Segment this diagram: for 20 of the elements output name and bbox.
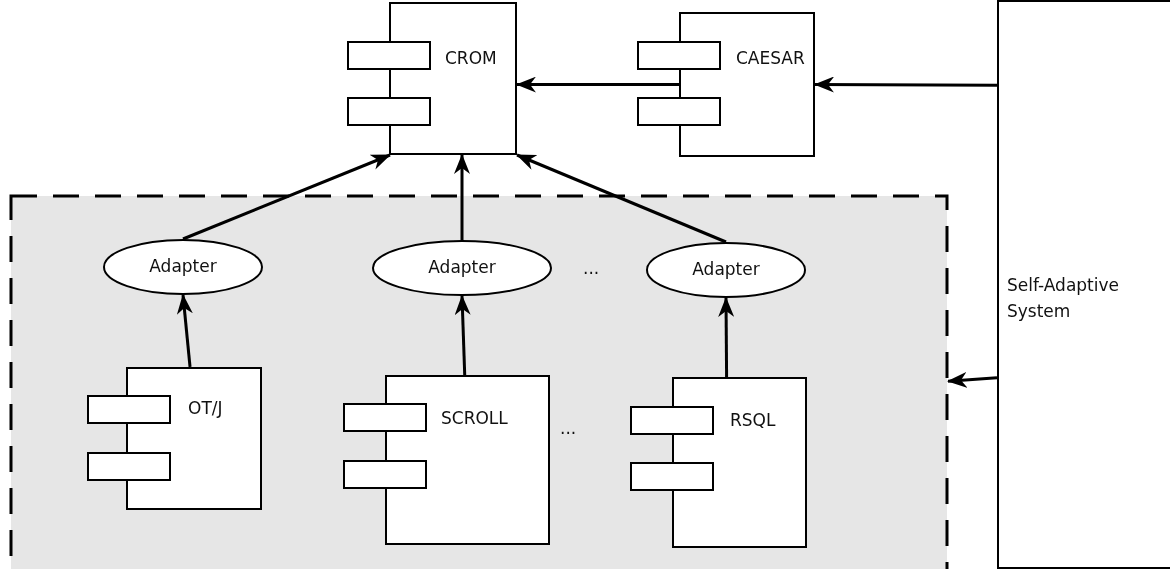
- adapter-label: Adapter: [427, 257, 497, 277]
- arrow: [718, 297, 735, 377]
- ellipsis-label: ...: [583, 258, 600, 278]
- adapter-label: Adapter: [691, 259, 761, 279]
- component-label: RSQL: [730, 410, 776, 430]
- component-label: CROM: [445, 48, 497, 68]
- arrow: [176, 294, 193, 368]
- component-label: SCROLL: [441, 408, 508, 428]
- component-label: Self-Adaptive System: [1007, 274, 1121, 323]
- arrow: [454, 154, 470, 240]
- ellipsis-label: ...: [560, 418, 577, 438]
- arrow: [454, 295, 471, 376]
- arrow: [182, 153, 391, 241]
- adapter-label: Adapter: [148, 256, 218, 276]
- arrow: [516, 76, 680, 93]
- arrow: [947, 371, 998, 388]
- component-label: OT/J: [188, 398, 223, 418]
- component-label: CAESAR: [736, 48, 805, 68]
- arrow: [516, 153, 727, 244]
- arrow: [814, 76, 997, 93]
